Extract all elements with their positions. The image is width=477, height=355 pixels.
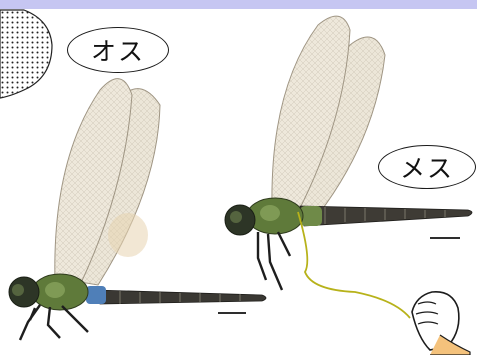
male-label: オス <box>67 27 169 73</box>
female-thread <box>298 212 410 318</box>
female-abdomen <box>300 206 472 226</box>
dotted-cloud-icon <box>0 10 52 98</box>
hand-holding-thread-icon <box>412 292 470 355</box>
male-dragonfly <box>9 79 266 340</box>
male-blue-segment <box>86 286 106 304</box>
female-label: メス <box>378 145 476 189</box>
